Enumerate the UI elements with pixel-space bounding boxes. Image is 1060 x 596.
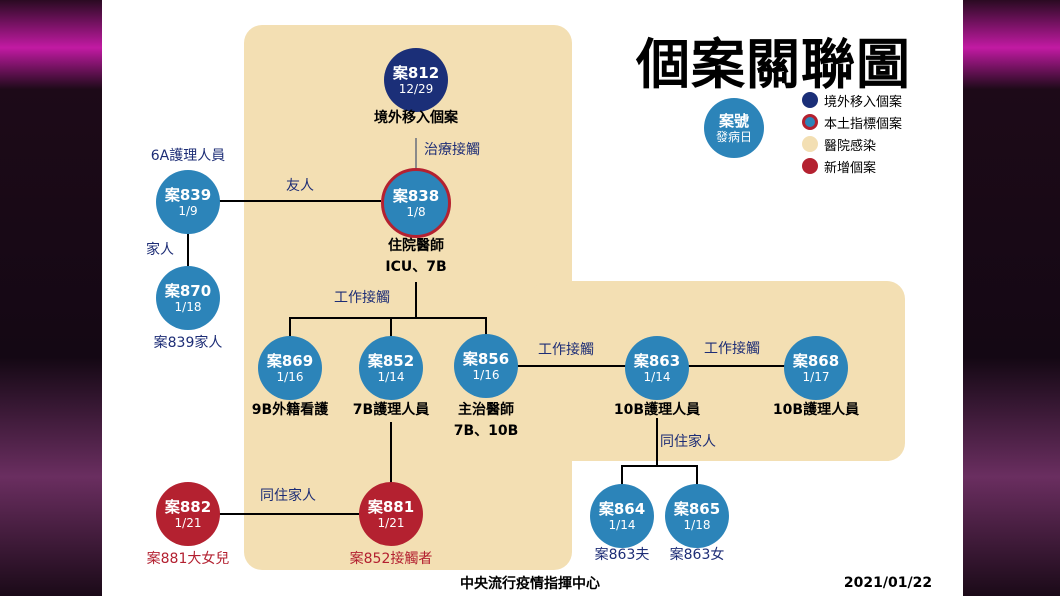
legend-dot-imported [802,92,818,108]
case-868-date: 1/17 [802,369,830,384]
case-856-label-role: 主治醫師 [458,402,514,418]
edge-cohabit-865 [696,465,698,485]
case-868-label: 10B護理人員 [772,402,860,418]
legend-sample-node: 案號 發病日 [704,98,764,158]
edge-label-family: 家人 [146,242,174,258]
edge-work-bar [290,317,486,319]
edge-839-870 [187,232,189,268]
legend-label-hospital: 醫院感染 [824,139,877,154]
edge-882-881 [219,513,359,515]
edge-812-838 [415,138,417,170]
edge-label-work-856-863: 工作接觸 [538,342,594,358]
case-node-864[interactable]: 案864 1/14 [590,484,654,548]
case-node-865[interactable]: 案865 1/18 [665,484,729,548]
edge-863-trunk [656,418,658,466]
legend-dot-hospital [802,136,818,152]
case-863-date: 1/14 [643,369,671,384]
case-812-date: 12/29 [398,81,434,96]
case-870-id: 案870 [164,281,212,300]
edge-label-cohabit-881: 同住家人 [260,488,316,504]
case-node-868[interactable]: 案868 1/17 [784,336,848,400]
edge-852-881 [390,422,392,484]
edge-label-friend: 友人 [286,178,314,194]
case-863-label: 10B護理人員 [613,402,701,418]
case-node-852[interactable]: 案852 1/14 [359,336,423,400]
legend-dot-new [802,158,818,174]
case-863-id: 案863 [633,351,681,370]
case-839-id: 案839 [164,185,212,204]
legend-sample-case: 案號 [718,111,749,130]
case-870-date: 1/18 [174,299,202,314]
case-node-870[interactable]: 案870 1/18 [156,266,220,330]
edge-label-treatment: 治療接觸 [424,142,480,158]
legend-sample-date: 發病日 [715,129,752,144]
footer-date: 2021/01/22 [843,575,933,591]
edge-work-852 [390,317,392,339]
case-838-label-role: 住院醫師 [388,238,444,254]
case-882-id: 案882 [164,497,212,516]
case-865-label: 案863女 [669,547,725,563]
diagram-title: 個案關聯圖 [636,33,911,96]
case-870-label: 案839家人 [153,335,223,351]
edge-838-trunk [415,282,417,318]
case-838-id: 案838 [392,186,440,205]
case-856-id: 案856 [462,349,510,368]
case-node-838[interactable]: 案838 1/8 [381,168,451,238]
case-881-label: 案852接觸者 [349,551,433,567]
case-812-id: 案812 [392,63,440,82]
hospital-region-right [530,281,905,461]
edge-839-838 [219,200,381,202]
right-backdrop [963,0,1060,596]
case-node-881[interactable]: 案881 1/21 [359,482,423,546]
case-869-id: 案869 [266,351,314,370]
case-869-date: 1/16 [276,369,304,384]
edge-work-869 [289,317,291,339]
case-838-date: 1/8 [406,204,426,219]
hospital-region-left [244,25,572,570]
edge-cohabit-864 [621,465,623,485]
case-852-date: 1/14 [377,369,405,384]
case-852-id: 案852 [367,351,415,370]
case-864-date: 1/14 [608,517,636,532]
left-backdrop [0,0,102,596]
footer-agency: 中央流行疫情指揮中心 [460,576,600,592]
legend-dot-index [802,114,818,130]
case-856-label-ward: 7B、10B [453,423,519,439]
edge-work-856 [485,317,487,339]
case-882-date: 1/21 [174,515,202,530]
edge-cohabit-bar [622,465,698,467]
case-856-date: 1/16 [472,367,500,382]
case-865-id: 案865 [673,499,721,518]
edge-856-863 [516,365,628,367]
case-882-label: 案881大女兒 [146,551,230,567]
legend-label-index: 本土指標個案 [824,117,903,132]
case-881-id: 案881 [367,497,415,516]
case-881-date: 1/21 [377,515,405,530]
case-868-id: 案868 [792,351,840,370]
case-852-label: 7B護理人員 [352,402,430,418]
case-node-839[interactable]: 案839 1/9 [156,170,220,234]
edge-863-868 [686,365,786,367]
edge-label-work-863-868: 工作接觸 [704,341,760,357]
case-864-id: 案864 [598,499,646,518]
case-node-856[interactable]: 案856 1/16 [454,334,518,398]
case-812-label: 境外移入個案 [374,110,458,126]
case-838-label-ward: ICU、7B [385,259,447,275]
case-839-date: 1/9 [178,203,198,218]
case-869-label: 9B外籍看護 [251,402,329,418]
case-node-863[interactable]: 案863 1/14 [625,336,689,400]
case-865-date: 1/18 [683,517,711,532]
case-839-label: 6A護理人員 [150,148,226,164]
case-node-812[interactable]: 案812 12/29 [384,48,448,112]
edge-label-work-838: 工作接觸 [334,290,390,306]
case-node-882[interactable]: 案882 1/21 [156,482,220,546]
legend-label-imported: 境外移入個案 [824,95,903,110]
legend-label-new: 新增個案 [824,161,877,176]
edge-label-cohabit-863: 同住家人 [660,434,716,450]
case-node-869[interactable]: 案869 1/16 [258,336,322,400]
case-864-label: 案863夫 [594,547,650,563]
